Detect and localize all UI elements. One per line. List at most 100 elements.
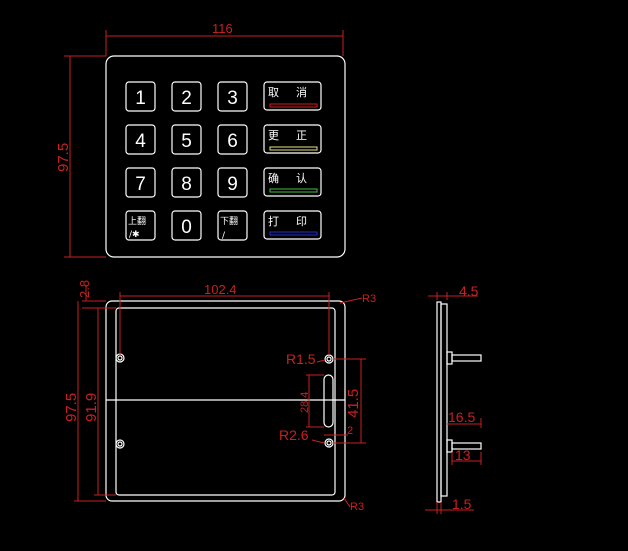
label: 0 (181, 217, 192, 238)
label: 取 (268, 86, 279, 99)
corner-radius-bottom: R3 (350, 501, 364, 513)
corner-radius-top: R3 (362, 293, 376, 305)
drawing-line (117, 441, 123, 447)
label: 更 (268, 129, 279, 142)
label: 5 (181, 131, 192, 152)
stud-total-dim: 16.5 (448, 409, 475, 425)
drawing-line (326, 440, 332, 446)
label: 正 (296, 129, 307, 142)
drawing-line (171, 210, 202, 241)
drawing-line (217, 124, 248, 155)
key-page-down[interactable]: 下翻 / (217, 210, 248, 241)
label: 打 (268, 214, 279, 228)
slot-length-dim: 28.4 (299, 392, 311, 413)
label: 消 (296, 85, 307, 99)
slot-radius-dim: R2.6 (279, 427, 309, 443)
label: 1 (135, 88, 146, 109)
stud-top (451, 354, 482, 362)
drawing-line (324, 438, 334, 448)
label: 印 (296, 215, 307, 228)
key-print[interactable]: 打印 (263, 210, 322, 240)
drawing-line (269, 231, 318, 236)
key-page-up[interactable]: 上翻 /✱ (125, 210, 156, 241)
key-0[interactable]: 0 (171, 210, 202, 241)
label: 4 (135, 131, 146, 152)
key-confirm[interactable]: 确认 (263, 167, 322, 197)
drawing-line (324, 354, 334, 364)
width-dimension: 116 (212, 21, 233, 36)
drawing-line (446, 351, 453, 365)
drawing-line (115, 353, 125, 363)
front-view: 116 97.5 1 2 3 4 5 6 7 8 9 上翻/✱ 0 下翻/ 取消… (55, 21, 346, 258)
label: 下翻 (220, 216, 238, 227)
side-view: 4.5 16.5 13 1.5 (425, 283, 482, 514)
label: 6 (227, 131, 238, 152)
drawing-line (125, 167, 156, 198)
drawing-line (171, 81, 202, 112)
drawing-line (263, 124, 322, 154)
hole-radius-dim: R1.5 (286, 351, 316, 367)
label: 9 (227, 174, 238, 195)
drawing-line (343, 497, 351, 508)
slot (323, 374, 334, 428)
drawing-line (269, 146, 318, 151)
key-6[interactable]: 6 (217, 124, 248, 155)
drawing-line (115, 439, 125, 449)
front-panel-outline (105, 55, 346, 258)
drawing-line (269, 188, 318, 193)
key-3[interactable]: 3 (217, 81, 248, 112)
key-4[interactable]: 4 (125, 124, 156, 155)
back-view: 2.8 102.4 R3 R3 97.5 91.9 R1.5 28.4 41.5… (63, 280, 376, 513)
label: 2 (181, 88, 192, 109)
key-9[interactable]: 9 (217, 167, 248, 198)
key-7[interactable]: 7 (125, 167, 156, 198)
drawing-line (263, 167, 322, 197)
back-inner-outline (115, 307, 336, 496)
stud-length-dim: 13 (455, 447, 471, 463)
drawing-line (217, 81, 248, 112)
slot-offset-dim: 2 (347, 425, 353, 437)
back-outer-outline (105, 300, 346, 502)
face-plate (436, 301, 442, 503)
inner-height-dim: 91.9 (83, 393, 100, 422)
label: / (222, 231, 226, 241)
drawing-line (171, 167, 202, 198)
label: 8 (181, 174, 192, 195)
drawing-line (263, 210, 322, 240)
hole-span-dim: 102.4 (204, 282, 237, 297)
key-2[interactable]: 2 (171, 81, 202, 112)
drawing-line (117, 355, 123, 361)
label: 3 (227, 88, 238, 109)
drawing-line (217, 167, 248, 198)
stud-bottom (451, 442, 482, 450)
drawing-line (125, 124, 156, 155)
key-1[interactable]: 1 (125, 81, 156, 112)
thickness-dim: 4.5 (459, 283, 479, 299)
label: /✱ (129, 230, 140, 240)
height-dimension: 97.5 (55, 143, 72, 172)
top-margin-dim: 2.8 (77, 280, 92, 298)
drawing-line (125, 81, 156, 112)
drawing-line (125, 210, 156, 241)
hole-span-vertical-dim: 41.5 (345, 389, 362, 418)
label: 认 (296, 172, 307, 185)
label: 7 (135, 174, 146, 195)
drawing-line (339, 297, 363, 304)
body (440, 303, 448, 497)
key-8[interactable]: 8 (171, 167, 202, 198)
drawing-line (269, 103, 318, 108)
key-5[interactable]: 5 (171, 124, 202, 155)
drawing-line (263, 81, 322, 111)
drawing-line (217, 210, 248, 241)
drawing-line (171, 124, 202, 155)
drawing-line (316, 359, 326, 363)
drawing-line (326, 356, 332, 362)
drawing-line (311, 439, 325, 444)
key-cancel[interactable]: 取消 (263, 81, 322, 111)
label: 上翻 (128, 216, 146, 227)
plate-thickness-dim: 1.5 (452, 496, 472, 512)
key-correct[interactable]: 更正 (263, 124, 322, 154)
outer-height-dim: 97.5 (63, 393, 80, 422)
label: 确 (268, 172, 279, 185)
